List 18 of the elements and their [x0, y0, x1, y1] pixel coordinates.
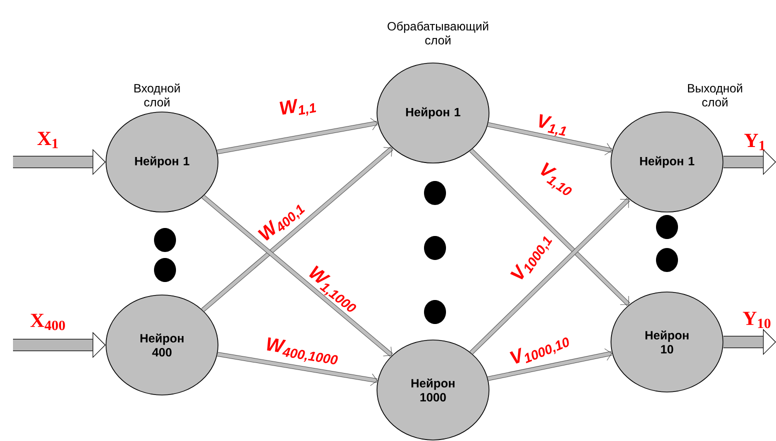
- layer-title: Обрабатывающий слой: [388, 21, 488, 44]
- arrow: [217, 352, 378, 386]
- layer-title: Выходной слой: [688, 83, 742, 106]
- edge-label: X$_{400}$: [30, 314, 65, 330]
- edge-label: Y$_{10}$: [742, 312, 770, 328]
- edge-label: V$_{1,1}$: [539, 114, 566, 136]
- edge-label: V$_{1,10}$: [540, 162, 572, 196]
- arrow: [487, 122, 612, 156]
- arrow: [201, 146, 394, 312]
- arrow: [202, 194, 393, 357]
- edge-label: W$_{1,1}$: [280, 98, 316, 116]
- edge-label: W$_{400,1000}$: [267, 337, 338, 364]
- arrow: [488, 348, 612, 381]
- arrow: [216, 118, 378, 154]
- arrow: [470, 198, 630, 354]
- edge-label: Y$_{1}$: [744, 134, 765, 150]
- arrow: [469, 148, 630, 306]
- edge-label: X$_{1}$: [37, 132, 58, 148]
